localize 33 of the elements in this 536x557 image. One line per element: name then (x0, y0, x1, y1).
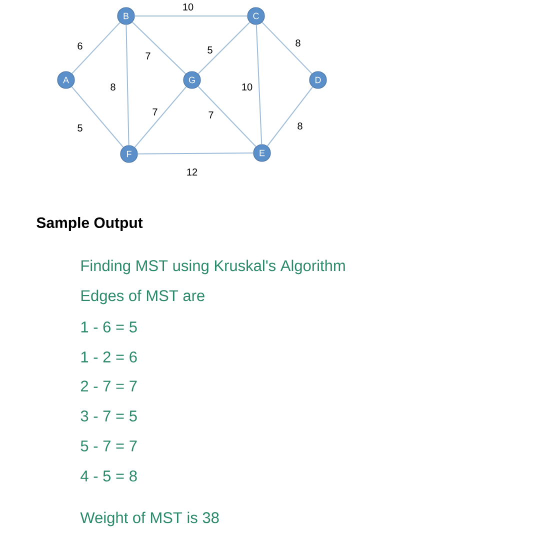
output-line: 2 - 7 = 7 (80, 380, 137, 392)
graph-edge (256, 24, 262, 145)
edge-label: 7 (207, 110, 215, 120)
output-line: 4 - 5 = 8 (80, 470, 137, 482)
edge-label: 7 (144, 52, 152, 60)
edge-label: 10 (181, 2, 195, 12)
output-line: 3 - 7 = 5 (80, 410, 137, 422)
section-heading: Sample Output (36, 217, 143, 231)
output-line: Edges of MST are (81, 290, 204, 304)
edge-label: 6 (76, 41, 84, 51)
graph-edge (71, 86, 124, 148)
edge-label: 7 (151, 108, 159, 116)
graph-edge (132, 22, 186, 74)
graph-edge (134, 86, 187, 148)
output-line: 5 - 7 = 7 (80, 440, 137, 452)
output-line: 1 - 2 = 6 (81, 352, 137, 362)
graph-edge (266, 86, 314, 147)
graph-edge (126, 24, 130, 146)
output-line: 1 - 6 = 5 (81, 322, 137, 332)
graph-edge (262, 22, 312, 74)
edge-label: 5 (206, 46, 214, 54)
output-line: Weight of MST is 38 (80, 512, 219, 526)
output-line: Finding MST using Kruskal's Algorithm (81, 260, 345, 274)
graph-edge (137, 152, 254, 154)
edge-label: 8 (109, 82, 117, 92)
edge-label: 12 (185, 168, 199, 176)
graph-edge (198, 22, 250, 74)
graph-edge (72, 22, 120, 74)
edge-label: 8 (294, 38, 302, 48)
graph-edge (198, 86, 256, 148)
edge-label: 10 (240, 82, 254, 92)
edge-label: 5 (76, 124, 84, 132)
edge-label: 8 (296, 121, 304, 131)
